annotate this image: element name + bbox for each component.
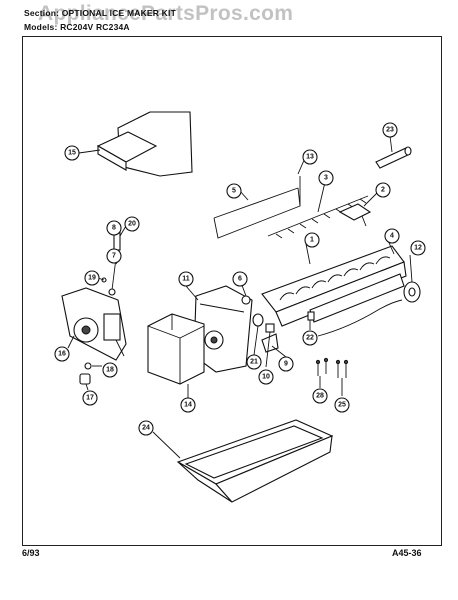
- heater-wire-shape: [317, 299, 403, 337]
- svg-text:6: 6: [238, 276, 242, 283]
- svg-text:8: 8: [112, 225, 116, 232]
- svg-text:1: 1: [310, 237, 314, 244]
- callout-24: 24: [138, 420, 154, 436]
- callout-18: 18: [102, 362, 118, 378]
- callout-25: 25: [334, 397, 350, 413]
- part-7-fill-tube-shape: [101, 231, 121, 296]
- part-12-ring-shape: [403, 281, 421, 303]
- footer-code: A45-36: [392, 548, 422, 558]
- part-17-18-shape: [79, 362, 92, 385]
- part-16-valve-shape: [61, 287, 127, 361]
- callout-19: 19: [84, 270, 100, 286]
- part-2-bracket-shape: [338, 203, 372, 227]
- callout-16: 16: [54, 346, 70, 362]
- svg-text:25: 25: [338, 402, 346, 409]
- svg-text:13: 13: [306, 154, 314, 161]
- callout-7: 7: [106, 248, 122, 264]
- section-title: Section: OPTIONAL ICE MAKER KIT: [24, 8, 176, 18]
- callout-14: 14: [180, 397, 196, 413]
- screws-shape: [315, 357, 349, 378]
- svg-text:21: 21: [250, 359, 258, 366]
- svg-text:22: 22: [306, 335, 314, 342]
- svg-text:12: 12: [414, 245, 422, 252]
- svg-text:24: 24: [142, 425, 150, 432]
- callout-10: 10: [258, 369, 274, 385]
- part-24-ice-bin-shape: [176, 419, 334, 503]
- callout-6: 6: [232, 271, 248, 287]
- svg-text:20: 20: [128, 221, 136, 228]
- callout-21: 21: [246, 354, 262, 370]
- svg-text:2: 2: [381, 187, 385, 194]
- model-title: Models: RC204V RC234A: [24, 22, 130, 32]
- svg-text:18: 18: [106, 367, 114, 374]
- callout-9: 9: [278, 356, 294, 372]
- callout-2: 2: [375, 182, 391, 198]
- callout-28: 28: [312, 388, 328, 404]
- callout-23: 23: [382, 122, 398, 138]
- diagram-frame: [22, 36, 442, 546]
- svg-text:15: 15: [68, 150, 76, 157]
- callout-5: 5: [226, 183, 242, 199]
- svg-text:23: 23: [386, 127, 394, 134]
- svg-text:9: 9: [284, 361, 288, 368]
- part-5-rod-shape: [213, 176, 301, 239]
- part-23-tube-shape: [375, 146, 412, 169]
- svg-text:4: 4: [390, 233, 394, 240]
- part-15-cover-shape: [96, 111, 193, 177]
- callout-17: 17: [82, 390, 98, 406]
- callout-13: 13: [302, 149, 318, 165]
- part-3-rake-shape: [267, 195, 369, 239]
- svg-text:11: 11: [182, 276, 190, 283]
- svg-text:16: 16: [58, 351, 66, 358]
- callout-12: 12: [410, 240, 426, 256]
- svg-text:3: 3: [324, 175, 328, 182]
- callout-8: 8: [106, 220, 122, 236]
- svg-text:7: 7: [112, 253, 116, 260]
- callout-1: 1: [304, 232, 320, 248]
- callout-22: 22: [302, 330, 318, 346]
- small-parts-shape: [241, 295, 315, 353]
- watermark-text: AppliancePartsPros.com: [38, 2, 294, 25]
- part-1-mold-shape: [261, 245, 407, 327]
- callout-15: 15: [64, 145, 80, 161]
- svg-text:10: 10: [262, 374, 270, 381]
- part-14-box-shape: [147, 313, 205, 385]
- svg-text:19: 19: [88, 275, 96, 282]
- callout-20: 20: [124, 216, 140, 232]
- callout-11: 11: [178, 271, 194, 287]
- callout-4: 4: [384, 228, 400, 244]
- svg-text:17: 17: [86, 395, 94, 402]
- svg-text:14: 14: [184, 402, 192, 409]
- footer-date: 6/93: [22, 548, 40, 558]
- svg-text:28: 28: [316, 393, 324, 400]
- svg-text:5: 5: [232, 188, 236, 195]
- callout-3: 3: [318, 170, 334, 186]
